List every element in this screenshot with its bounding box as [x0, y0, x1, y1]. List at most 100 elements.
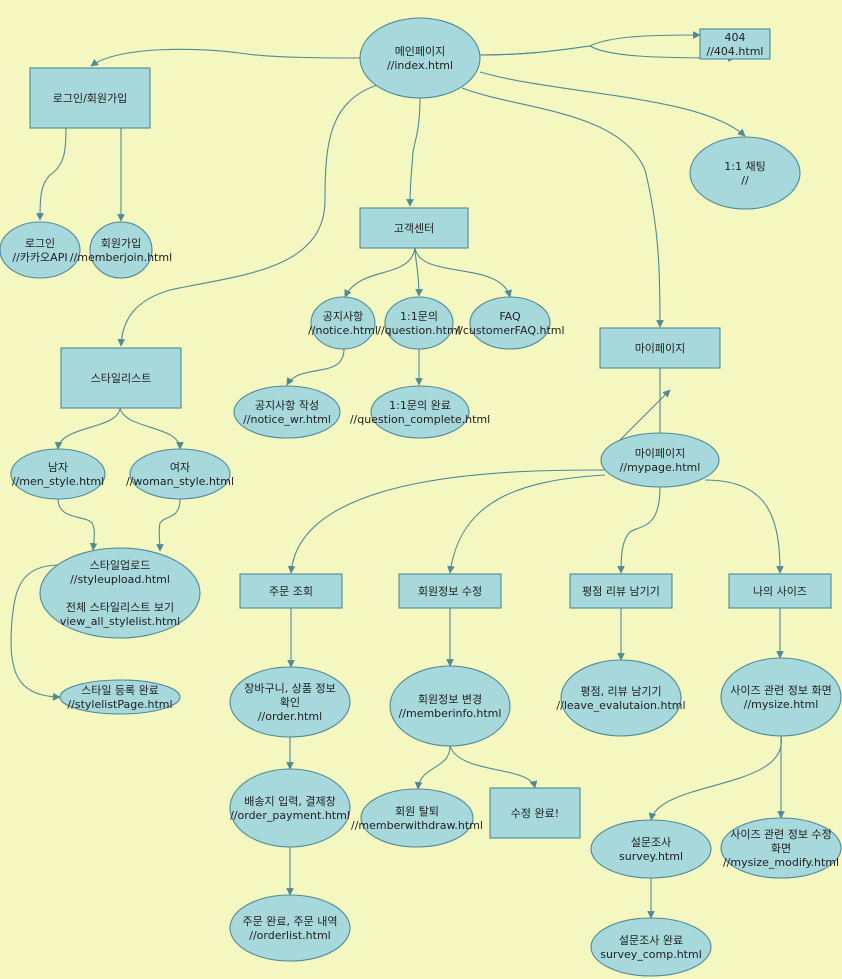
connector-arrow	[617, 486, 661, 574]
connector-arrow	[10, 564, 61, 701]
node-label: //memberjoin.html	[70, 251, 172, 264]
node-shape	[89, 221, 153, 279]
node-men: 남자//men_style.html	[10, 448, 106, 500]
node-label: //notice.html	[308, 324, 378, 337]
node-shape	[599, 327, 721, 369]
node-label: 사이즈 관련 정보 수정	[730, 828, 832, 841]
node-stylelist-page: 스타일 등록 완료//stylelistPage.html	[59, 679, 181, 715]
node-shape	[370, 385, 470, 439]
connector-arrow	[344, 247, 416, 298]
node-label: //styleupload.html	[70, 573, 170, 586]
node-notice: 공지사항//notice.html	[308, 296, 378, 350]
node-label: 스타일리스트	[91, 371, 152, 385]
node-mypage-box: 마이페이지	[599, 327, 721, 369]
node-label: survey_comp.html	[600, 948, 702, 961]
node-order-payment: 배송지 입력, 결제창//order_payment.html	[229, 768, 351, 848]
connector-arrow	[286, 348, 345, 386]
node-shape	[129, 448, 231, 500]
node-shape	[359, 17, 481, 99]
node-label: 회원가입	[101, 237, 141, 250]
node-chat: 1:1 채팅//	[689, 136, 801, 210]
node-shape	[720, 657, 842, 737]
node-label: //men_style.html	[12, 475, 104, 488]
node-shape	[39, 547, 201, 639]
node-label: //notice_wr.html	[243, 413, 331, 426]
connector-arrow	[414, 247, 423, 297]
node-label: 전체 스타일리스트 보기	[66, 600, 174, 614]
node-shape	[59, 679, 181, 715]
node-label: 마이페이지	[635, 342, 686, 355]
node-shape	[699, 28, 771, 60]
node-label: 메인페이지	[395, 45, 446, 58]
node-mypage: 마이페이지//mypage.html	[600, 432, 720, 488]
node-edit-done: 수정 완료!	[489, 787, 581, 839]
connector-arrow	[36, 127, 67, 221]
node-label: //mypage.html	[620, 461, 701, 474]
node-label: 설문조사 완료	[619, 934, 683, 947]
node-label: //customerFAQ.html	[455, 324, 564, 337]
node-shape	[689, 136, 801, 210]
node-withdraw: 회원 탈퇴//memberwithdraw.html	[351, 788, 483, 848]
connector-arrow	[461, 87, 664, 328]
node-login-signup: 로그인/회원가입	[29, 67, 151, 129]
connector-arrow	[406, 96, 421, 207]
node-label: 평점, 리뷰 남기기	[580, 685, 661, 698]
node-shape	[590, 819, 712, 879]
node-label: 수정 완료!	[511, 807, 559, 820]
connector-arrow	[704, 479, 784, 574]
node-shape	[590, 917, 712, 977]
node-shape	[233, 385, 341, 439]
node-label: 나의 사이즈	[753, 585, 807, 598]
node-question-complete: 1:1문의 완료//question_complete.html	[350, 385, 490, 439]
node-shape	[359, 207, 469, 249]
node-question: 1:1문의//question.html	[377, 296, 461, 350]
node-label: survey.html	[619, 850, 683, 863]
node-label: //stylelistPage.html	[67, 698, 172, 711]
node-label: 설문조사	[631, 836, 671, 849]
node-woman: 여자//woman_style.html	[126, 448, 234, 500]
node-label: 스타일 등록 완료	[81, 683, 159, 697]
connector-arrow	[449, 745, 538, 789]
node-shape	[0, 221, 81, 279]
node-label: 스타일업로드	[90, 558, 151, 572]
node-label: //question.html	[377, 324, 461, 337]
node-label: 로그인/회원가입	[53, 92, 128, 105]
connector-arrow	[119, 407, 184, 450]
connector-arrow	[479, 71, 746, 137]
node-label: 1:1문의	[400, 310, 438, 323]
node-label: //	[741, 174, 749, 187]
node-orderlist: 주문 완료, 주문 내역//orderlist.html	[229, 894, 351, 962]
node-label: 로그인	[25, 237, 55, 250]
node-label: view_all_stylelist.html	[60, 615, 180, 628]
node-label: 회원정보 수정	[418, 585, 482, 598]
node-label: //memberinfo.html	[399, 707, 502, 720]
node-label: 회원정보 변경	[418, 693, 482, 706]
node-label: //memberwithdraw.html	[351, 819, 483, 832]
node-label: //woman_style.html	[126, 475, 234, 488]
node-label: 1:1문의 완료	[389, 399, 451, 412]
connector-arrow	[156, 498, 181, 552]
node-label: 평점 리뷰 남기기	[582, 585, 660, 598]
node-mysize-box: 나의 사이즈	[728, 573, 832, 609]
node-shape	[229, 894, 351, 962]
node-label: //404.html	[707, 45, 764, 58]
node-label: 고객센터	[394, 222, 434, 235]
node-label: 배송지 입력, 결제창	[244, 795, 335, 808]
node-shape	[728, 573, 832, 609]
connector-arrow	[57, 498, 98, 551]
nodes: 메인페이지//index.html404//404.html로그인/회원가입1:…	[0, 17, 842, 977]
node-label: //카카오API	[12, 251, 67, 264]
node-label: FAQ	[499, 310, 521, 323]
node-label: 사이즈 관련 정보 화면	[730, 684, 832, 697]
node-shape	[600, 432, 720, 488]
node-label: 1:1 채팅	[724, 160, 765, 173]
node-login: 로그인//카카오API	[0, 221, 81, 279]
connector-arrow	[54, 407, 121, 450]
node-label: 남자	[48, 461, 68, 474]
node-shape	[229, 666, 351, 738]
node-label: //index.html	[387, 59, 453, 72]
connector-arrow	[90, 48, 363, 67]
